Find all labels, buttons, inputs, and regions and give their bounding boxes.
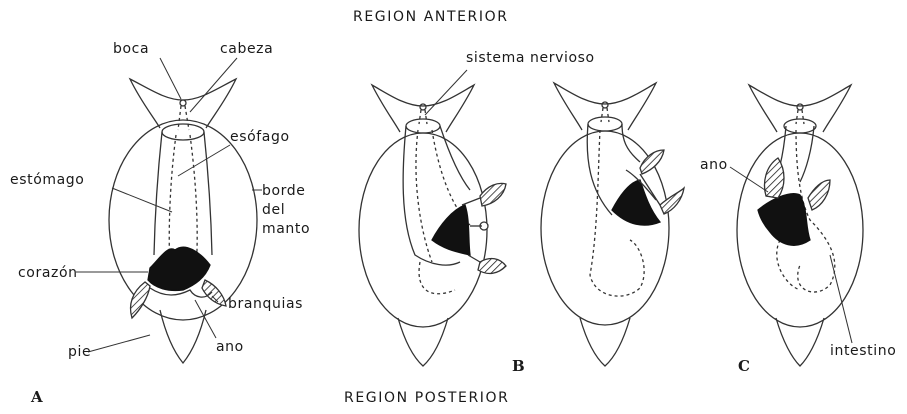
label-corazon: corazón [18,266,78,280]
label-ano-c: ano [700,158,728,172]
label-sistema-nervioso: sistema nervioso [466,51,595,65]
mouth-a [180,100,186,106]
label-cabeza: cabeza [220,42,273,56]
esophagus-top-b2 [588,117,622,131]
mouth-c [797,104,803,110]
stomach-a [154,132,212,255]
esophagus-top-b1 [406,119,440,133]
figure-a [109,79,257,363]
gill-b2-right [660,188,684,214]
figure-b2 [541,83,684,366]
gill-b1-top [480,183,506,206]
esophagus-top-c [784,119,816,133]
figure-b1 [359,85,506,366]
mouth-b2 [602,102,608,108]
panel-letter-c: C [738,359,750,374]
gill-c-right [808,180,830,210]
label-intestino: intestino [830,344,896,358]
label-esofago: esófago [230,130,290,144]
gill-right-a [202,280,226,306]
gill-left-a [131,282,150,318]
gill-b1-bottom [478,259,506,274]
header-posterior: REGION POSTERIOR [344,391,509,405]
heart-a [148,247,210,290]
esophagus-top-a [162,124,204,140]
label-boca: boca [113,42,149,56]
label-pie: pie [68,345,91,359]
heart-b2 [612,180,660,225]
gill-b2-top [640,150,664,174]
label-manto: manto [262,222,310,236]
label-branquias: branquias [228,297,303,311]
heart-c [758,194,810,246]
panel-letter-b: B [512,359,525,374]
label-ano-a: ano [216,340,244,354]
panel-letter-a: A [31,390,43,405]
header-anterior: REGION ANTERIOR [353,10,509,24]
label-estomago: estómago [10,173,84,187]
label-borde: borde [262,184,305,198]
label-del: del [262,203,285,217]
heart-b1 [432,205,470,255]
figure-c [737,85,863,366]
mouth-b1 [420,104,426,110]
